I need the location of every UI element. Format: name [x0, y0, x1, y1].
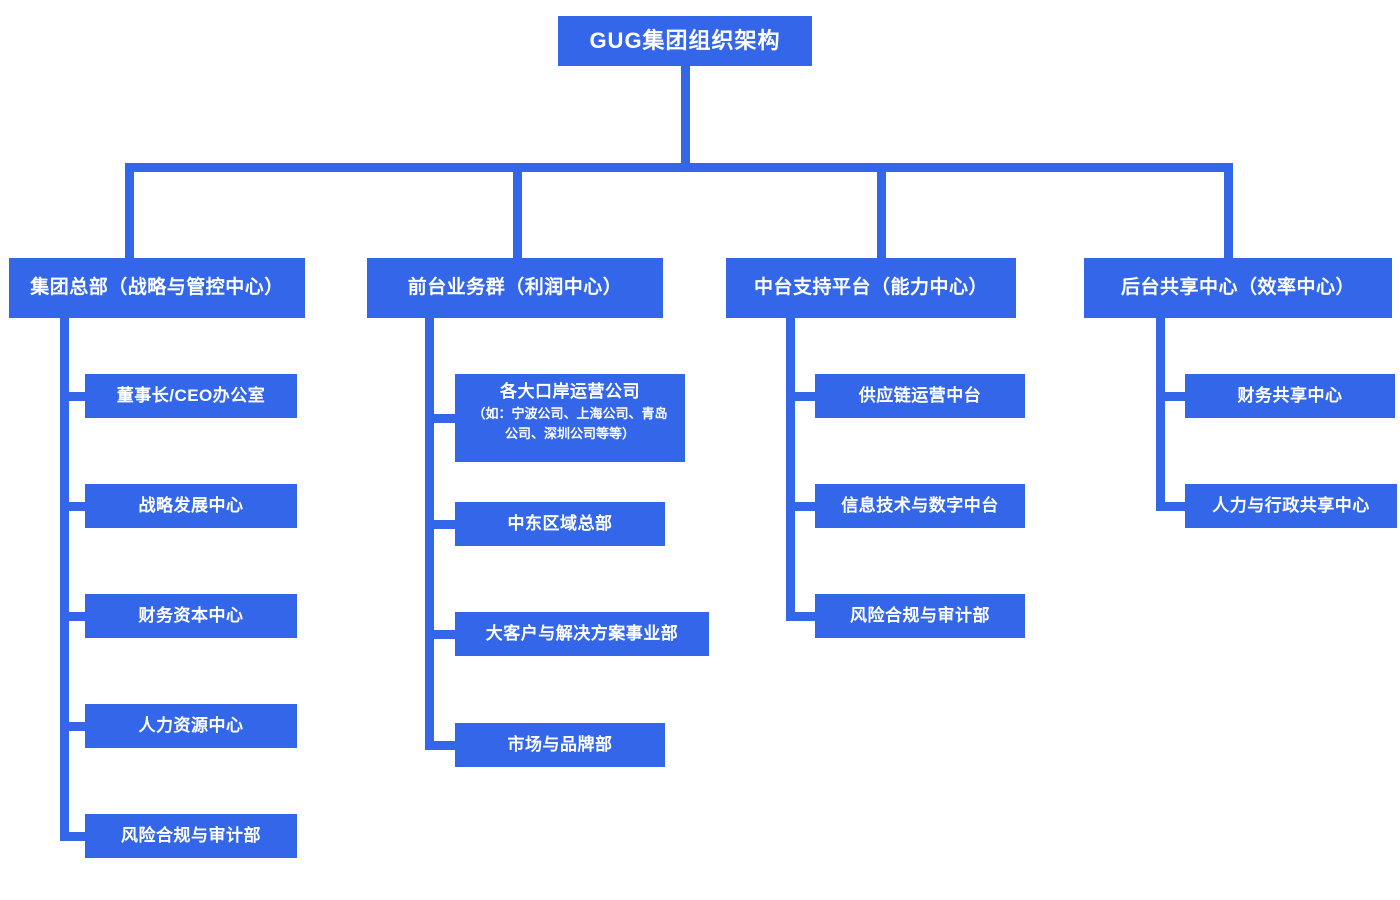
leaf-node-sublabel-line-2: 公司、深圳公司等等） [504, 426, 635, 442]
leaf-node[interactable]: 大客户与解决方案事业部 [455, 612, 709, 656]
connector-stub-1-1 [60, 392, 89, 401]
connector-stub-4-2 [1156, 502, 1187, 511]
connector-drop-branch-1 [125, 163, 134, 258]
branch-node-group-hq[interactable]: 集团总部（战略与管控中心） [9, 258, 305, 318]
leaf-node-label: 财务共享中心 [1237, 385, 1343, 405]
connector-spine-branch-3 [786, 318, 795, 621]
connector-stub-2-4 [425, 741, 456, 750]
leaf-node-label: 人力资源中心 [138, 715, 244, 735]
leaf-node-label: 风险合规与审计部 [850, 605, 990, 625]
branch-node-label: 前台业务群（利润中心） [407, 277, 623, 299]
leaf-node[interactable]: 财务资本中心 [85, 594, 297, 638]
leaf-node-label: 风险合规与审计部 [121, 825, 261, 845]
root-node[interactable]: GUG集团组织架构 [558, 16, 812, 66]
branch-node-label: 集团总部（战略与管控中心） [30, 277, 284, 299]
connector-stub-2-3 [425, 630, 456, 639]
branch-node-front-office[interactable]: 前台业务群（利润中心） [367, 258, 663, 318]
connector-stub-1-2 [60, 502, 89, 511]
leaf-node-label: 各大口岸运营公司 [500, 382, 640, 401]
root-node-label: GUG集团组织架构 [589, 28, 781, 54]
branch-node-middle-platform[interactable]: 中台支持平台（能力中心） [726, 258, 1016, 318]
connector-root-bus [125, 163, 1233, 172]
branch-node-label: 后台共享中心（效率中心） [1120, 277, 1355, 299]
branch-node-back-office[interactable]: 后台共享中心（效率中心） [1084, 258, 1392, 318]
leaf-node-label: 信息技术与数字中台 [841, 495, 999, 515]
leaf-node[interactable]: 战略发展中心 [85, 484, 297, 528]
connector-stub-3-3 [786, 612, 817, 621]
leaf-node-label: 财务资本中心 [138, 605, 244, 625]
connector-stub-1-4 [60, 722, 89, 731]
leaf-node[interactable]: 供应链运营中台 [815, 374, 1025, 418]
connector-stub-3-1 [786, 392, 817, 401]
leaf-node-label: 人力与行政共享中心 [1212, 495, 1370, 515]
leaf-node[interactable]: 各大口岸运营公司 （如：宁波公司、上海公司、青岛 公司、深圳公司等等） [455, 374, 685, 462]
connector-drop-branch-4 [1224, 163, 1233, 258]
leaf-node[interactable]: 中东区域总部 [455, 502, 665, 546]
leaf-node-label: 市场与品牌部 [507, 734, 613, 754]
leaf-node[interactable]: 财务共享中心 [1185, 374, 1395, 418]
leaf-node-label: 大客户与解决方案事业部 [485, 623, 679, 643]
leaf-node[interactable]: 市场与品牌部 [455, 723, 665, 767]
connector-stub-3-2 [786, 502, 817, 511]
leaf-node-label: 董事长/CEO办公室 [116, 385, 266, 405]
connector-root-stem [681, 66, 690, 167]
connector-spine-branch-2 [425, 318, 434, 746]
leaf-node-sublabel-line-1: （如：宁波公司、上海公司、青岛 [472, 405, 668, 421]
leaf-node[interactable]: 风险合规与审计部 [815, 594, 1025, 638]
leaf-node[interactable]: 人力资源中心 [85, 704, 297, 748]
connector-stub-1-3 [60, 612, 89, 621]
connector-stub-2-2 [425, 520, 456, 529]
connector-spine-branch-4 [1156, 318, 1165, 511]
leaf-node-label: 供应链运营中台 [858, 385, 982, 405]
connector-stub-2-1 [425, 414, 456, 423]
connector-stub-4-1 [1156, 392, 1187, 401]
branch-node-label: 中台支持平台（能力中心） [753, 277, 988, 299]
leaf-node[interactable]: 人力与行政共享中心 [1185, 484, 1397, 528]
leaf-node[interactable]: 董事长/CEO办公室 [85, 374, 297, 418]
connector-spine-branch-1 [60, 318, 69, 841]
connector-stub-1-5 [60, 832, 89, 841]
connector-drop-branch-3 [877, 163, 886, 258]
connector-drop-branch-2 [513, 163, 522, 258]
leaf-node-label: 中东区域总部 [507, 513, 613, 533]
leaf-node-label: 战略发展中心 [138, 495, 244, 515]
leaf-node[interactable]: 信息技术与数字中台 [815, 484, 1025, 528]
leaf-node[interactable]: 风险合规与审计部 [85, 814, 297, 858]
